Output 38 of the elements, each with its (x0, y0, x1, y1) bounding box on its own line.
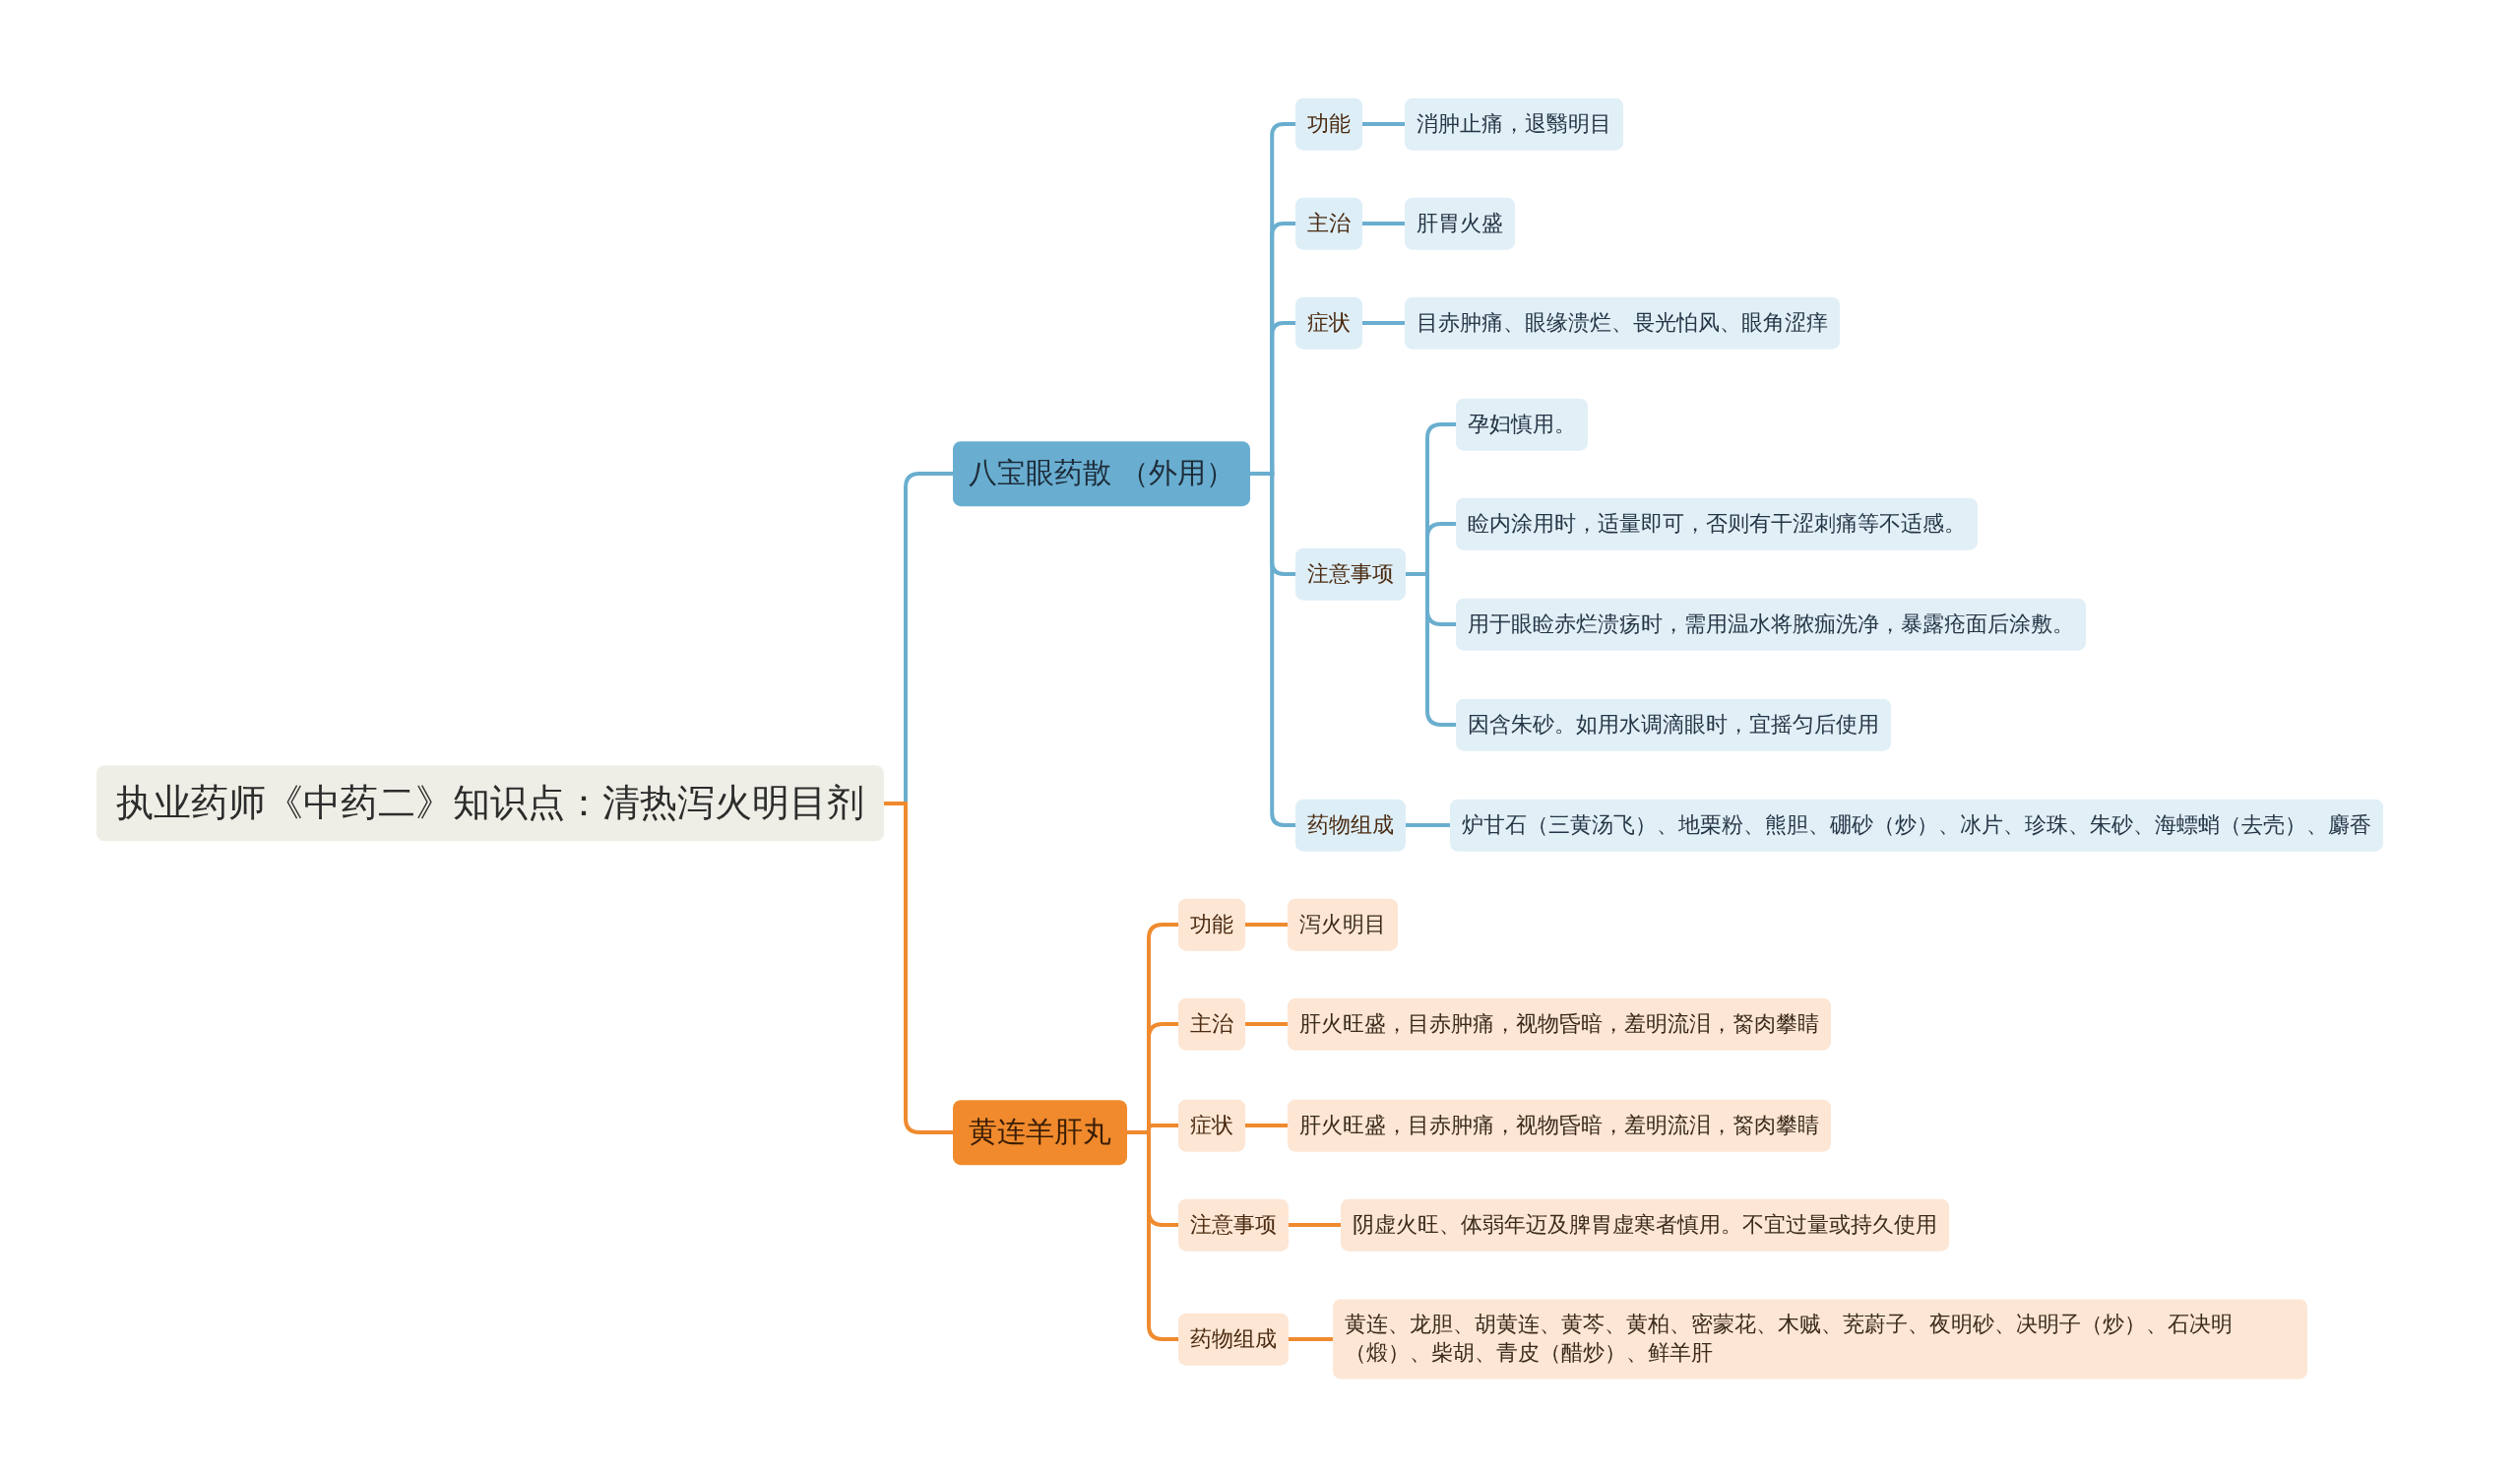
connector-line (1289, 1337, 1333, 1341)
note-box: 肝胃火盛 (1405, 197, 1515, 250)
connector-line (1406, 823, 1450, 827)
connector-line (1362, 222, 1405, 225)
category-tag: 功能 (1178, 898, 1245, 951)
note-box: 肝火旺盛，目赤肿痛，视物昏暗，羞明流泪，胬肉攀睛 (1288, 1099, 1831, 1152)
branch-box: 八宝眼药散 （外用） (953, 441, 1251, 506)
connector-line (1362, 321, 1405, 325)
category-tag: 主治 (1295, 197, 1362, 250)
note-box: 炉甘石（三黄汤飞）、地栗粉、熊胆、硼砂（炒）、冰片、珍珠、朱砂、海螵蛸（去壳）、麝香 (1450, 799, 2383, 852)
category-tag: 主治 (1178, 997, 1245, 1051)
category-tag: 症状 (1178, 1099, 1245, 1152)
note-box: 睑内涂用时，适量即可，否则有干涩刺痛等不适感。 (1456, 497, 1978, 550)
connector-line (1362, 122, 1405, 126)
topic-box: 执业药师《中药二》知识点：清热泻火明目剂 (96, 765, 884, 842)
connector-line (1245, 1124, 1288, 1127)
note-box: 因含朱砂。如用水调滴眼时，宜摇匀后使用 (1456, 698, 1891, 751)
category-tag: 注意事项 (1295, 547, 1406, 601)
note-box: 消肿止痛，退翳明目 (1405, 97, 1623, 151)
connector-line (1245, 923, 1288, 927)
category-tag: 药物组成 (1295, 799, 1406, 852)
connector-line (1289, 1223, 1341, 1227)
note-box: 泻火明目 (1288, 898, 1398, 951)
category-tag: 注意事项 (1178, 1198, 1289, 1252)
note-box: 阴虚火旺、体弱年迈及脾胃虚寒者慎用。不宜过量或持久使用 (1341, 1198, 1949, 1252)
connector-line (1245, 1022, 1288, 1026)
note-box: 孕妇慎用。 (1456, 398, 1588, 451)
connector-line (884, 802, 953, 1134)
note-box: 黄连、龙胆、胡黄连、黄芩、黄柏、密蒙花、木贼、茺蔚子、夜明砂、决明子（炒）、石决明（煅）、柴胡、青皮（醋炒）、鲜羊肝 (1333, 1299, 2307, 1380)
note-box: 用于眼睑赤烂溃疡时，需用温水将脓痂洗净，暴露疮面后涂敷。 (1456, 598, 2086, 651)
connector-line (1250, 472, 1295, 827)
branch-box: 黄连羊肝丸 (953, 1100, 1127, 1165)
category-tag: 功能 (1295, 97, 1362, 151)
category-tag: 药物组成 (1178, 1313, 1289, 1366)
note-box: 目赤肿痛、眼缘溃烂、畏光怕风、眼角涩痒 (1405, 296, 1840, 350)
category-tag: 症状 (1295, 296, 1362, 350)
connector-line (1406, 572, 1456, 727)
note-box: 肝火旺盛，目赤肿痛，视物昏暗，羞明流泪，胬肉攀睛 (1288, 997, 1831, 1051)
